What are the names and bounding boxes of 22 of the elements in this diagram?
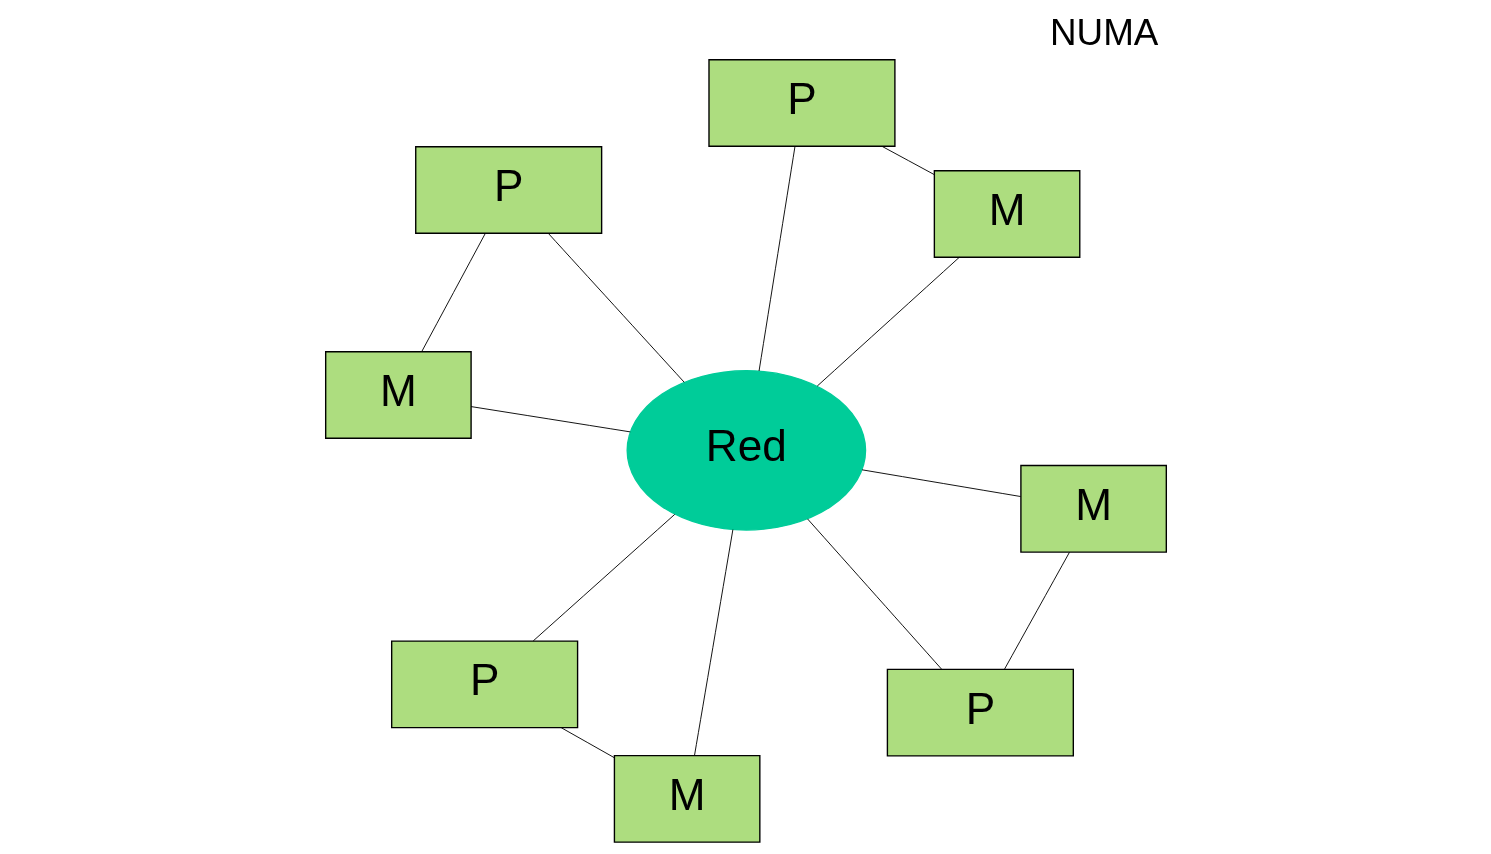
node-box: M	[613, 754, 761, 843]
connector	[758, 145, 795, 372]
connector	[470, 406, 631, 433]
node-ellipse: Red	[626, 370, 866, 531]
node-box: M	[1019, 464, 1167, 553]
connector	[806, 518, 942, 670]
node-box: P	[707, 59, 896, 147]
connector	[1003, 551, 1070, 670]
connector	[547, 233, 685, 383]
diagram-title: NUMA	[1049, 11, 1158, 53]
connector	[532, 513, 675, 642]
node-box: M	[324, 351, 472, 439]
connector	[693, 529, 733, 756]
node-box: P	[886, 668, 1074, 757]
connector	[560, 727, 615, 759]
node-box: M	[933, 170, 1080, 258]
connector	[881, 145, 935, 176]
node-box: P	[390, 640, 578, 729]
connector	[816, 256, 960, 387]
connector	[420, 233, 486, 353]
node-box: P	[414, 146, 602, 234]
connector	[861, 469, 1021, 497]
